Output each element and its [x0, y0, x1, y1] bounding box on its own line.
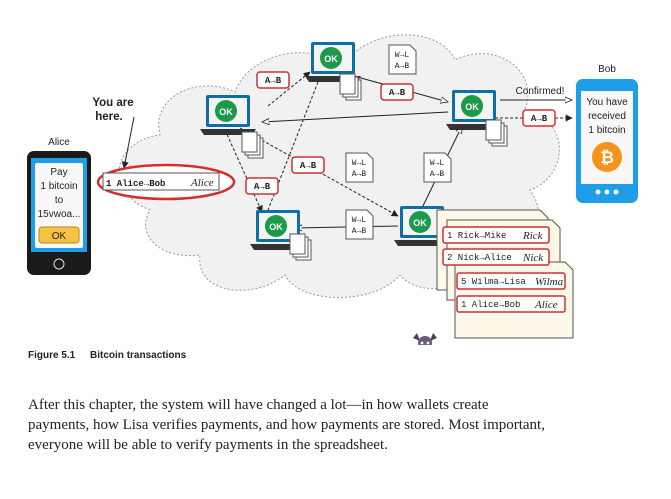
body-paragraph: After this chapter, the system will have…: [28, 397, 545, 453]
network-node-top: OK: [305, 42, 362, 101]
svg-text:W→L: W→L: [352, 159, 367, 168]
svg-text:OK: OK: [324, 54, 338, 64]
ledger-entry: 1 Rick→Mike Rick: [442, 226, 550, 244]
network-node-left: OK: [200, 95, 264, 159]
svg-text:₿: ₿: [600, 148, 614, 167]
tx-note: W→L A→B: [423, 152, 452, 183]
svg-text:5 Wilma→Lisa: 5 Wilma→Lisa: [461, 277, 526, 287]
svg-text:2 Nick→Alice: 2 Nick→Alice: [447, 253, 512, 263]
network-node-bottom-left: OK: [250, 210, 312, 261]
figure-number: Figure 5.1: [28, 350, 76, 361]
you-are-here-label: here.: [95, 111, 123, 123]
svg-text:W→L: W→L: [430, 159, 445, 168]
bob-label: Bob: [598, 64, 616, 75]
figure-title: Bitcoin transactions: [90, 350, 187, 361]
svg-text:1 Alice→Bob: 1 Alice→Bob: [461, 300, 520, 310]
mascot-icon: [413, 333, 437, 345]
svg-text:W→L: W→L: [395, 51, 410, 60]
svg-text:Wilma: Wilma: [535, 276, 564, 288]
alice-transaction: 1 Alice→Bob Alice: [96, 163, 236, 201]
svg-text:15vwoa...: 15vwoa...: [38, 209, 81, 220]
svg-text:Rick: Rick: [522, 230, 544, 242]
svg-text:Alice: Alice: [190, 177, 214, 189]
svg-text:Nick: Nick: [522, 252, 544, 264]
ab-tag: A→B: [380, 83, 414, 101]
svg-text:1 bitcoin: 1 bitcoin: [40, 181, 77, 192]
svg-text:Alice: Alice: [534, 299, 558, 311]
you-are-here-label: You are: [92, 97, 133, 109]
svg-text:1 bitcoin: 1 bitcoin: [588, 125, 625, 136]
phone-home-button: [53, 258, 65, 270]
svg-text:A→B: A→B: [389, 88, 406, 98]
svg-text:You have: You have: [586, 97, 628, 108]
ab-tag: A→B: [256, 71, 290, 89]
svg-text:A→B: A→B: [265, 76, 282, 86]
svg-text:Pay: Pay: [50, 167, 67, 178]
network-node-bottom-right: OK: [394, 206, 450, 246]
figure-caption: Figure 5.1 Bitcoin transactions: [28, 350, 186, 361]
svg-text:received: received: [588, 111, 626, 122]
svg-text:OK: OK: [219, 107, 233, 117]
svg-text:A→B: A→B: [352, 227, 367, 236]
svg-text:to: to: [55, 195, 64, 206]
ab-tag: A→B: [522, 109, 556, 127]
ledger-entry: 5 Wilma→Lisa Wilma: [456, 272, 566, 290]
svg-text:1 Rick→Mike: 1 Rick→Mike: [447, 231, 506, 241]
confirmed-label: Confirmed!: [516, 86, 565, 97]
alice-label: Alice: [48, 137, 70, 148]
alice-phone: Pay 1 bitcoin to 15vwoa... OK: [27, 151, 91, 275]
svg-text:A→B: A→B: [430, 170, 445, 179]
tx-note: W→L A→B: [345, 152, 374, 183]
network-node-right: OK: [446, 90, 508, 147]
svg-text:OK: OK: [465, 102, 479, 112]
svg-text:A→B: A→B: [395, 62, 410, 71]
ledger-entry: 1 Alice→Bob Alice: [456, 295, 566, 313]
ab-tag: A→B: [245, 177, 279, 195]
svg-text:1 Alice→Bob: 1 Alice→Bob: [106, 179, 165, 189]
svg-text:OK: OK: [269, 222, 283, 232]
svg-text:A→B: A→B: [531, 114, 548, 124]
svg-text:A→B: A→B: [254, 182, 271, 192]
ab-tag: A→B: [291, 156, 325, 174]
svg-text:OK: OK: [52, 231, 67, 242]
bitcoin-transactions-figure: OK OK OK OK OK A→B A→B A→B: [27, 34, 638, 345]
svg-text:A→B: A→B: [352, 170, 367, 179]
svg-text:W→L: W→L: [352, 216, 367, 225]
tx-note: W→L A→B: [388, 44, 417, 75]
svg-text:A→B: A→B: [300, 161, 317, 171]
svg-text:OK: OK: [413, 218, 427, 228]
ledger-entry: 2 Nick→Alice Nick: [442, 248, 550, 266]
alice-ok-button[interactable]: [38, 226, 80, 244]
tx-note: W→L A→B: [345, 209, 374, 240]
bitcoin-icon: [592, 142, 622, 172]
bob-phone: You have received 1 bitcoin ₿: [576, 79, 638, 203]
